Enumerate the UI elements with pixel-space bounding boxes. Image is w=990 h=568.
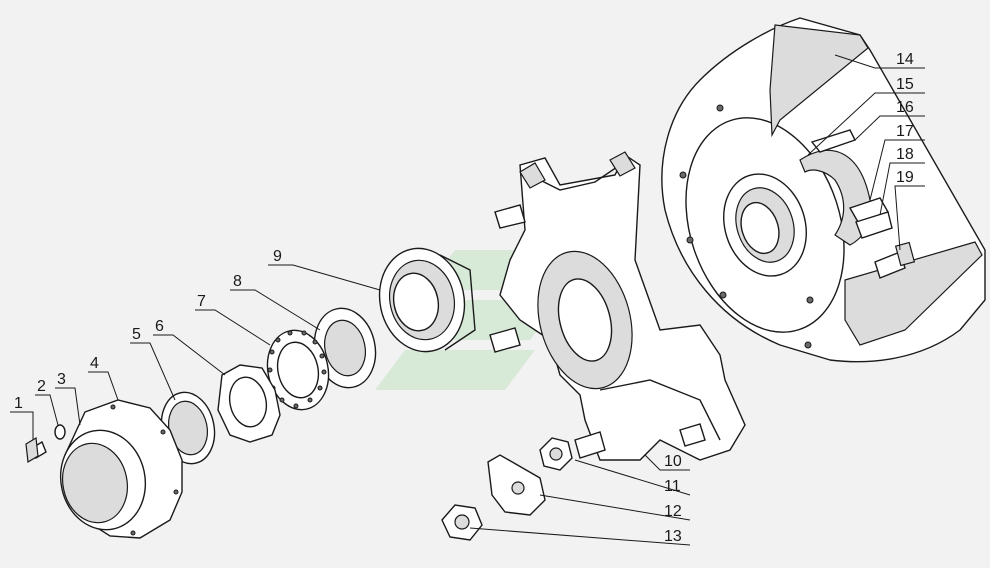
callout-labels: 1 2 3 4 5 6 7 8 9 10 11 12 13 14 15 16 1… [14,51,914,545]
lock-nut [313,307,377,389]
callout-16: 16 [896,99,914,116]
callout-2: 2 [37,378,46,395]
hex-nut [539,437,573,471]
lock-washer [266,329,330,411]
callout-18: 18 [896,146,914,163]
tab-washer [217,364,281,443]
wheel-hub-housing [489,151,746,461]
bolt [25,437,47,463]
hub-bearing [378,247,476,353]
callout-12: 12 [664,503,682,520]
hub-cap [59,429,147,531]
wheel-nut [441,504,483,541]
callout-19: 19 [896,169,914,186]
callout-13: 13 [664,528,682,545]
leader-lines [10,54,925,546]
callout-10: 10 [664,453,682,470]
brake-shoe-set [799,129,893,246]
callout-14: 14 [896,51,914,68]
drum-bearing [723,173,807,277]
callout-11: 11 [664,478,681,495]
callout-6: 6 [155,318,164,335]
callout-4: 4 [90,355,99,372]
brake-drum [661,17,986,363]
callout-17: 17 [896,123,914,140]
callout-8: 8 [233,273,242,290]
callout-15: 15 [896,76,914,93]
callout-5: 5 [132,326,141,343]
callout-9: 9 [273,248,282,265]
spring-washer [54,424,66,440]
callout-7: 7 [197,293,206,310]
lock-plate [487,454,546,516]
callout-3: 3 [57,371,66,388]
callout-1: 1 [14,395,23,412]
